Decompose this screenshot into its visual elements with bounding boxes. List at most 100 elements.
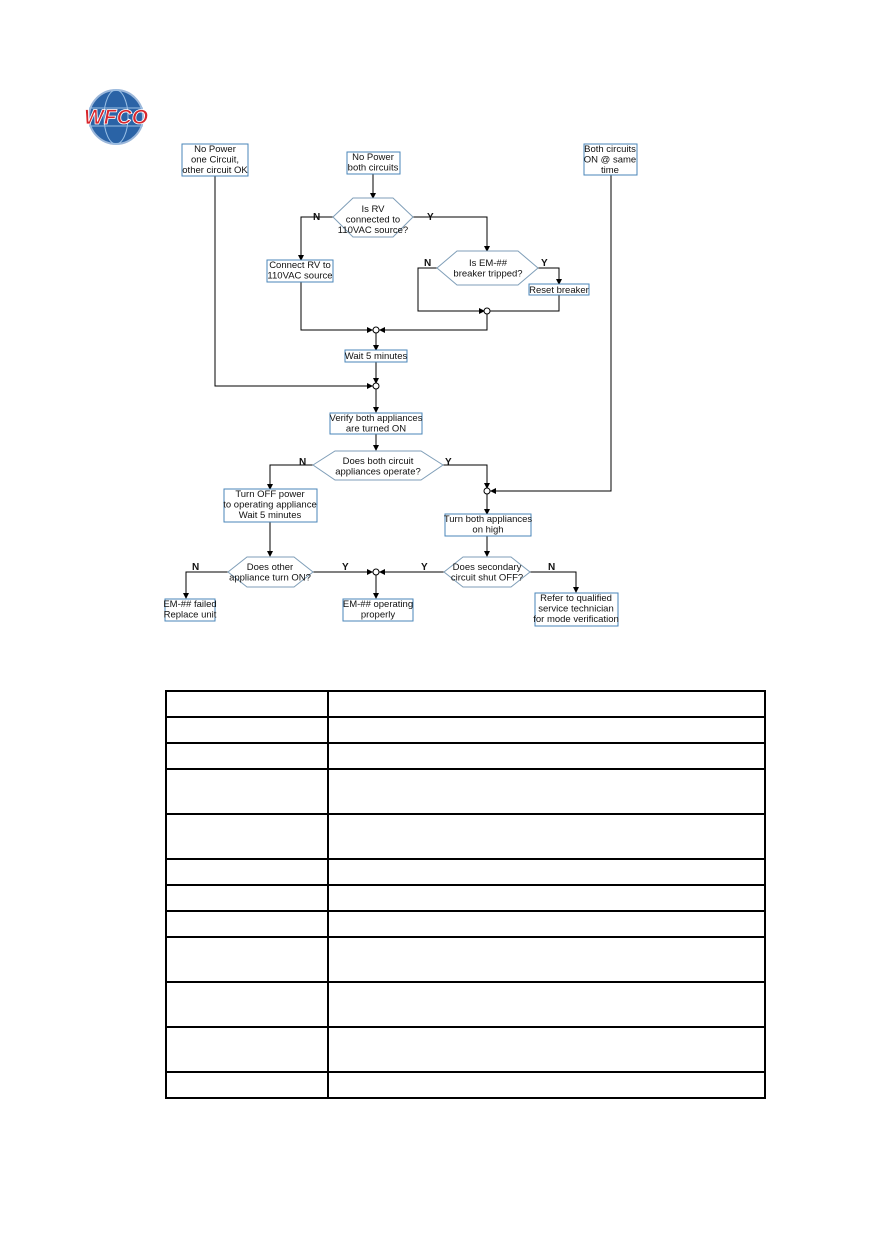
table-cell-label [165,716,329,744]
label-connect-rv-line: Connect RV to [269,260,331,271]
table-cell-value [327,742,766,770]
label-q-both-operate-line: appliances operate? [335,467,421,478]
specification-table-body [165,690,766,1099]
table-cell-label [165,742,329,770]
table-cell-value [327,981,766,1028]
label-wait-5: Wait 5 minutes [345,351,408,362]
label-q-other-on-line: Does other [247,562,293,573]
connector-connect-to-junction [300,282,373,331]
label-no: N [424,258,431,269]
label-turn-off-power-line: Wait 5 minutes [239,510,302,521]
arrowhead [367,569,373,575]
label-both-circuits-on-line: ON @ same [584,155,636,166]
arrowhead [373,345,379,351]
decision-other-appliance [227,556,314,588]
box-reset-breaker [528,283,590,296]
table-cell-value [327,910,766,938]
box-turn-high [444,513,532,537]
junction [483,307,491,315]
box-wait-5-minutes [344,349,408,363]
arrowheads [183,193,579,599]
decision-both-operate [312,450,444,481]
label-connect-rv-line: 110VAC source [267,271,332,282]
label-turn-off-power-line: Turn OFF power [235,489,304,500]
arrowhead [373,407,379,413]
junction [372,568,380,576]
arrowhead [267,551,273,557]
table-cell-label [165,884,329,912]
junctions [372,307,491,576]
label-q-rv-connected-line: 110VAC source? [338,225,408,236]
table-cell-value [327,1026,766,1073]
connector-q1-yes [413,216,488,251]
label-no-power-one-circuit-line: other circuit OK [182,165,248,176]
label-q-both-operate-line: Does both circuit [343,456,414,467]
decision-rv-connected [332,197,414,238]
table-row [165,910,766,938]
arrowhead [484,551,490,557]
label-q-secondary-line: circuit shut OFF? [451,573,523,584]
table-cell-label [165,936,329,983]
label-verify-on-line: Verify both appliances [330,413,423,424]
arrowhead [556,279,562,285]
table-cell-value [327,813,766,860]
connector-q5-no [530,571,577,592]
logo-meridian [103,89,129,145]
connector-reset-to-junction [490,295,560,312]
decision-breaker-tripped [436,250,539,286]
table-cell-value [327,690,766,718]
arrowhead [267,484,273,490]
arrowhead [370,193,376,199]
connector-one-circuit [214,176,373,387]
flow-connectors [185,174,612,598]
arrowhead [379,327,385,333]
branch-labels: N Y N Y N Y N Y Y N [192,212,555,573]
box-em-operating [342,598,414,622]
table-cell-label [165,858,329,886]
arrowhead [479,308,485,314]
label-reset-breaker-line: Reset breaker [529,285,589,296]
label-refer-tech-line: Refer to qualified [540,593,612,604]
label-em-failed-line: EM-## failed [163,599,216,610]
label-yes: Y [427,212,434,223]
connector-both-on [490,175,612,492]
box-turn-off-power [223,488,318,523]
wfco-logo: WFCO [84,89,148,145]
table-row [165,936,766,983]
label-turn-off-power-line: to operating appliance [223,500,317,511]
connector-q2-no [417,267,484,312]
arrowhead [484,483,490,489]
label-q-breaker-line: Is EM-## [469,258,508,269]
arrowhead [373,593,379,599]
table-cell-label [165,910,329,938]
decision-secondary-shutoff [443,556,531,588]
label-no-power-both-line: both circuits [348,163,399,174]
arrowhead [373,445,379,451]
box-both-circuits-on [583,143,638,176]
box-no-power-one-circuit [181,143,249,177]
table-row [165,981,766,1028]
table-row [165,813,766,860]
label-turn-high-line: on high [472,525,503,536]
label-q-rv-connected-line: connected to [346,215,400,226]
arrowhead [367,383,373,389]
table-cell-label [165,981,329,1028]
box-em-failed [164,598,216,622]
table-cell-value [327,884,766,912]
table-row [165,742,766,770]
table-cell-label [165,1026,329,1073]
label-q-other-on-line: appliance turn ON? [229,573,311,584]
table-cell-value [327,858,766,886]
table-cell-label [165,768,329,815]
label-reset-breaker: Reset breaker [529,285,589,296]
connector-q3-no [269,464,313,489]
label-no: N [299,457,306,468]
